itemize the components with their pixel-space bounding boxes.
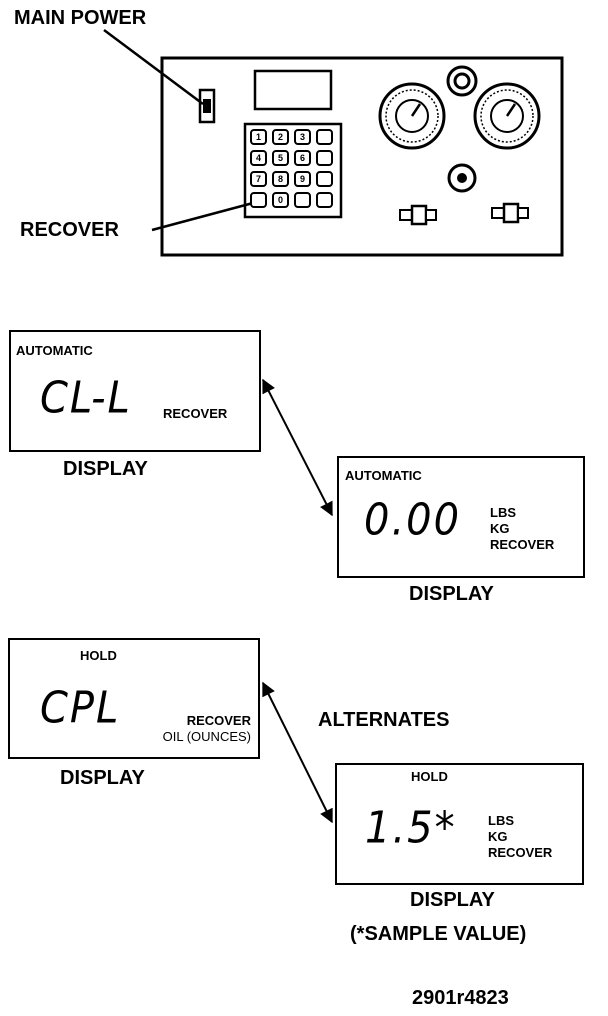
knob-middle[interactable] xyxy=(447,163,477,193)
keypad-key[interactable] xyxy=(316,171,333,187)
pressure-gauge-right xyxy=(473,82,541,150)
keypad-key[interactable]: 7 xyxy=(250,171,267,187)
recover-leader xyxy=(151,201,254,232)
keypad-key[interactable]: 5 xyxy=(272,150,289,166)
display-2-unit-3: RECOVER xyxy=(490,537,555,552)
keypad-key[interactable]: 1 xyxy=(250,129,267,145)
display-2-unit-2: KG xyxy=(490,521,510,536)
alternates-label: ALTERNATES xyxy=(318,709,450,731)
display-3-panel xyxy=(8,638,260,759)
display-2-readout: 0.00 xyxy=(364,494,462,546)
keypad-key[interactable] xyxy=(316,129,333,145)
display-4-unit-3: RECOVER xyxy=(488,845,553,860)
display-1-units: RECOVER xyxy=(163,406,227,422)
hose-fitting-left xyxy=(399,204,437,226)
hose-fitting-right xyxy=(491,202,529,224)
recover-label: RECOVER xyxy=(20,219,119,241)
alternate-arrow-bottom xyxy=(262,681,333,824)
figure-id: 2901r4823 xyxy=(412,987,509,1009)
panel-display-window xyxy=(253,69,333,111)
keypad-key[interactable] xyxy=(316,150,333,166)
keypad-key[interactable] xyxy=(250,192,267,208)
keypad-key[interactable]: 0 xyxy=(272,192,289,208)
pressure-gauge-left xyxy=(378,82,446,150)
display-4-units: LBS KG RECOVER xyxy=(488,813,552,861)
keypad-key[interactable]: 8 xyxy=(272,171,289,187)
display-4-caption: DISPLAY xyxy=(410,889,495,911)
display-1-panel xyxy=(9,330,261,452)
display-1-caption: DISPLAY xyxy=(63,458,148,480)
keypad-key[interactable]: 6 xyxy=(294,150,311,166)
alternate-arrow-top xyxy=(262,378,333,517)
display-3-caption: DISPLAY xyxy=(60,767,145,789)
keypad-key[interactable] xyxy=(294,192,311,208)
display-1-readout: CL-L xyxy=(40,372,132,424)
keypad-key[interactable]: 2 xyxy=(272,129,289,145)
keypad-key[interactable]: 9 xyxy=(294,171,311,187)
display-2-panel xyxy=(337,456,585,578)
main-power-switch[interactable] xyxy=(198,88,216,124)
display-4-unit-1: LBS xyxy=(488,813,514,828)
main-power-label: MAIN POWER xyxy=(14,7,147,29)
keypad-key[interactable]: 4 xyxy=(250,150,267,166)
display-3-unit-2: OIL (OUNCES) xyxy=(162,729,251,744)
display-2-caption: DISPLAY xyxy=(409,583,494,605)
display-1-unit-1: RECOVER xyxy=(163,406,228,421)
display-2-unit-1: LBS xyxy=(490,505,516,520)
display-2-units: LBS KG RECOVER xyxy=(490,505,554,553)
keypad-key[interactable] xyxy=(316,192,333,208)
display-3-unit-1: RECOVER xyxy=(186,713,251,728)
display-4-readout: 1.5* xyxy=(365,802,457,854)
display-4-mode: HOLD xyxy=(411,769,448,784)
display-3-readout: CPL xyxy=(40,682,121,734)
display-3-units: RECOVER OIL (OUNCES) xyxy=(125,713,251,745)
display-4-unit-2: KG xyxy=(488,829,508,844)
display-3-mode: HOLD xyxy=(80,648,117,663)
knob-top[interactable] xyxy=(446,65,478,97)
display-4-caption-note: (*SAMPLE VALUE) xyxy=(350,923,527,945)
main-power-leader xyxy=(103,28,204,106)
display-4-panel xyxy=(335,763,584,885)
keypad-key[interactable]: 3 xyxy=(294,129,311,145)
display-2-mode: AUTOMATIC xyxy=(345,468,422,483)
display-1-mode: AUTOMATIC xyxy=(16,343,93,358)
